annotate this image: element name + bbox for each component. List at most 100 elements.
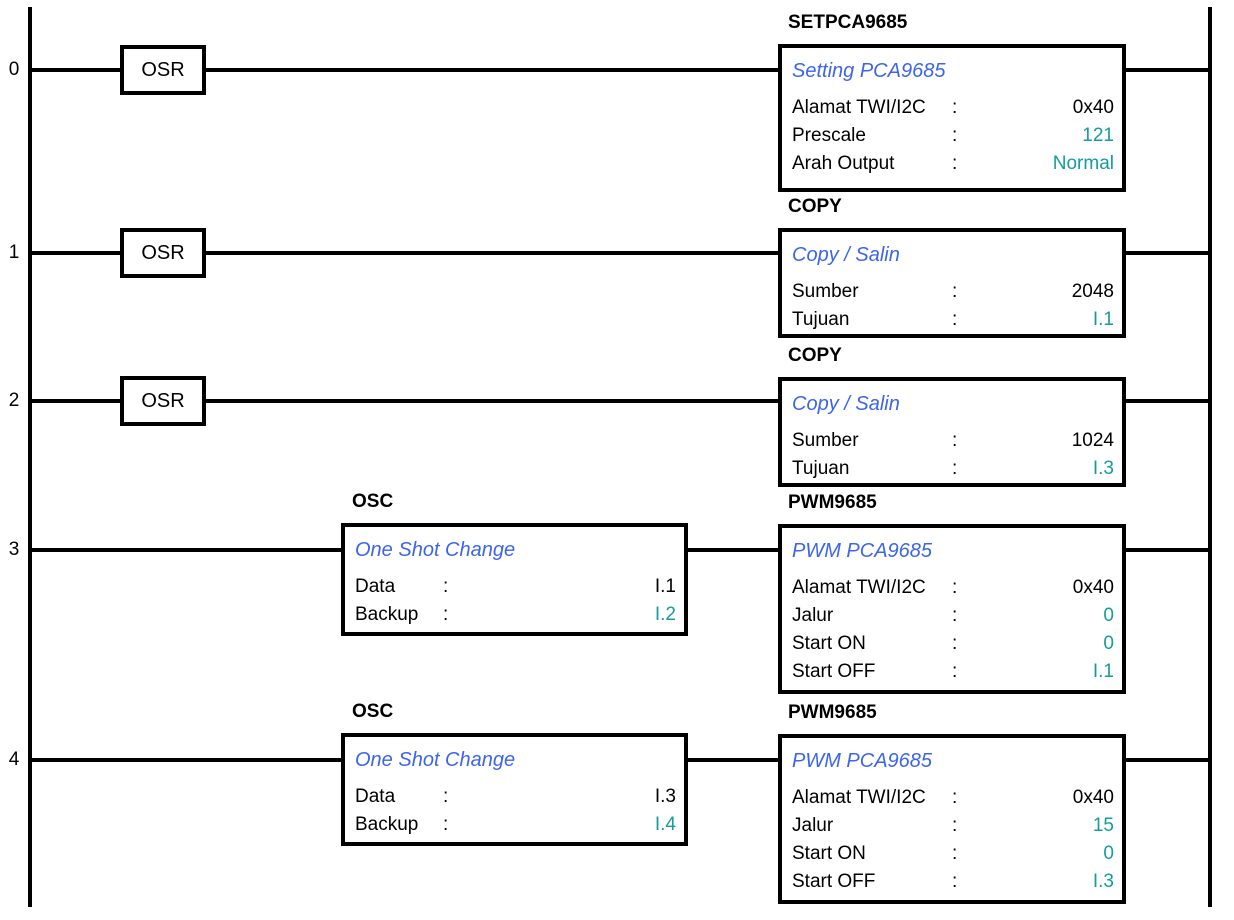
param-label: Alamat TWI/I2C: [792, 787, 926, 808]
block-header: COPY: [788, 196, 842, 217]
param-label: Start OFF: [792, 661, 876, 682]
rung-number: 1: [8, 242, 20, 263]
param-colon: :: [952, 815, 958, 836]
param-label: Backup: [355, 604, 419, 625]
contact-label: OSR: [141, 389, 185, 412]
block-title: Copy / Salin: [792, 244, 900, 266]
rung-number: 0: [8, 59, 20, 80]
param-row: Jalur : 0: [792, 602, 1114, 630]
block-header: COPY: [788, 345, 842, 366]
wire-segment: [32, 68, 120, 72]
param-row: Sumber : 2048: [792, 278, 1114, 306]
param-colon: :: [443, 814, 449, 835]
param-value: I.3: [1092, 458, 1114, 479]
function-block-pwm9685[interactable]: PWM PCA9685 Alamat TWI/I2C : 0x40 Jalur …: [778, 524, 1126, 694]
param-colon: :: [952, 125, 958, 146]
wire-segment: [206, 251, 778, 255]
param-label: Tujuan: [792, 309, 850, 330]
left-power-rail: [28, 7, 32, 907]
block-header: PWM9685: [788, 702, 877, 723]
param-colon: :: [952, 309, 958, 330]
param-colon: :: [952, 153, 958, 174]
contact-label: OSR: [141, 241, 185, 264]
param-row: Jalur : 15: [792, 812, 1114, 840]
param-row: Backup : I.2: [355, 601, 676, 629]
function-block-osc[interactable]: One Shot Change Data : I.3 Backup : I.4: [341, 733, 688, 846]
wire-segment: [688, 548, 778, 552]
param-value: 15: [1092, 815, 1114, 836]
param-label: Alamat TWI/I2C: [792, 577, 926, 598]
param-colon: :: [443, 604, 449, 625]
osr-contact-block[interactable]: OSR: [120, 45, 206, 95]
function-block-copy[interactable]: Copy / Salin Sumber : 2048 Tujuan : I.1: [778, 228, 1126, 338]
wire-segment: [206, 68, 778, 72]
osr-contact-block[interactable]: OSR: [120, 376, 206, 426]
function-block-pwm9685[interactable]: PWM PCA9685 Alamat TWI/I2C : 0x40 Jalur …: [778, 734, 1126, 904]
param-value: I.3: [1092, 871, 1114, 892]
param-label: Start ON: [792, 843, 866, 864]
param-value: I.2: [654, 604, 676, 625]
param-label: Backup: [355, 814, 419, 835]
param-row: Prescale : 121: [792, 122, 1114, 150]
param-row: Alamat TWI/I2C : 0x40: [792, 94, 1114, 122]
param-row: Sumber : 1024: [792, 427, 1114, 455]
wire-segment: [32, 548, 341, 552]
wire-segment: [206, 399, 778, 403]
param-value: 0: [1103, 605, 1114, 626]
param-label: Data: [355, 786, 396, 807]
wire-segment: [688, 758, 778, 762]
param-value: 0x40: [1072, 577, 1114, 598]
param-colon: :: [443, 576, 449, 597]
param-row: Tujuan : I.3: [792, 455, 1114, 483]
param-row: Start OFF : I.1: [792, 658, 1114, 686]
param-value: I.4: [654, 814, 676, 835]
rung-number: 4: [8, 749, 20, 770]
param-value: 1024: [1071, 430, 1114, 451]
param-value: 0x40: [1072, 97, 1114, 118]
function-block-osc[interactable]: One Shot Change Data : I.1 Backup : I.2: [341, 523, 688, 636]
param-colon: :: [952, 458, 958, 479]
block-header: OSC: [352, 701, 394, 722]
param-row: Start ON : 0: [792, 840, 1114, 868]
param-value: 0: [1103, 843, 1114, 864]
param-label: Sumber: [792, 430, 859, 451]
param-label: Start OFF: [792, 871, 876, 892]
rung-number: 2: [8, 390, 20, 411]
param-row: Backup : I.4: [355, 811, 676, 839]
param-row: Tujuan : I.1: [792, 306, 1114, 334]
function-block-copy[interactable]: Copy / Salin Sumber : 1024 Tujuan : I.3: [778, 377, 1126, 487]
param-colon: :: [952, 97, 958, 118]
param-label: Sumber: [792, 281, 859, 302]
param-label: Data: [355, 576, 396, 597]
contact-label: OSR: [141, 58, 185, 81]
param-colon: :: [952, 661, 958, 682]
wire-segment: [1126, 548, 1208, 552]
block-header: OSC: [352, 491, 394, 512]
param-row: Arah Output : Normal: [792, 150, 1114, 178]
param-colon: :: [952, 871, 958, 892]
param-value: 0x40: [1072, 787, 1114, 808]
param-row: Start OFF : I.3: [792, 868, 1114, 896]
param-value: 121: [1082, 125, 1114, 146]
wire-segment: [32, 251, 120, 255]
param-label: Alamat TWI/I2C: [792, 97, 926, 118]
param-value: I.1: [1092, 309, 1114, 330]
param-row: Data : I.3: [355, 783, 676, 811]
param-label: Jalur: [792, 815, 834, 836]
param-label: Arah Output: [792, 153, 895, 174]
param-colon: :: [952, 281, 958, 302]
param-colon: :: [952, 605, 958, 626]
param-label: Start ON: [792, 633, 866, 654]
function-block-setpca9685[interactable]: Setting PCA9685 Alamat TWI/I2C : 0x40 Pr…: [778, 44, 1126, 192]
param-row: Data : I.1: [355, 573, 676, 601]
param-colon: :: [952, 633, 958, 654]
wire-segment: [1126, 399, 1208, 403]
wire-segment: [32, 399, 120, 403]
param-value: 0: [1103, 633, 1114, 654]
osr-contact-block[interactable]: OSR: [120, 228, 206, 278]
param-label: Jalur: [792, 605, 834, 626]
block-title: Copy / Salin: [792, 393, 900, 415]
param-value: I.1: [1092, 661, 1114, 682]
param-colon: :: [952, 787, 958, 808]
param-value: 2048: [1071, 281, 1114, 302]
